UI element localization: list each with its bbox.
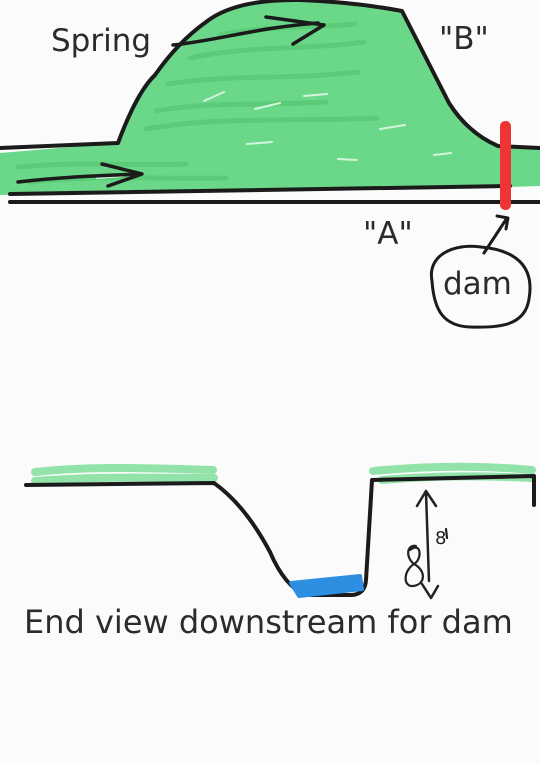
channel-outline [24, 474, 536, 597]
end-view-caption: End view downstream for dam [24, 603, 513, 641]
channel-water [289, 574, 364, 598]
height-mark-arrow [415, 489, 440, 600]
dam-bubble [429, 244, 532, 329]
spring-label: Spring [51, 23, 151, 59]
top-view: Spring "B" "A" dam [0, 0, 540, 329]
height-mark-label: 8 [435, 528, 446, 549]
height-mark-scribble [404, 527, 449, 588]
point-a-label: "A" [363, 216, 413, 252]
top-boundary-ink [0, 0, 540, 150]
dam-marker [500, 121, 511, 210]
flow-arrow-top [171, 15, 326, 47]
stream-and-spring-fill [0, 0, 540, 195]
dam-label: dam [443, 266, 512, 302]
bottom-boundary-ink [8, 184, 540, 204]
end-view: 8 End view downstream for dam [24, 462, 536, 641]
flow-arrow-bottom [16, 162, 144, 188]
point-b-label: "B" [439, 21, 489, 57]
left-grass-bank [31, 464, 218, 485]
water-texture-lines [15, 21, 380, 185]
